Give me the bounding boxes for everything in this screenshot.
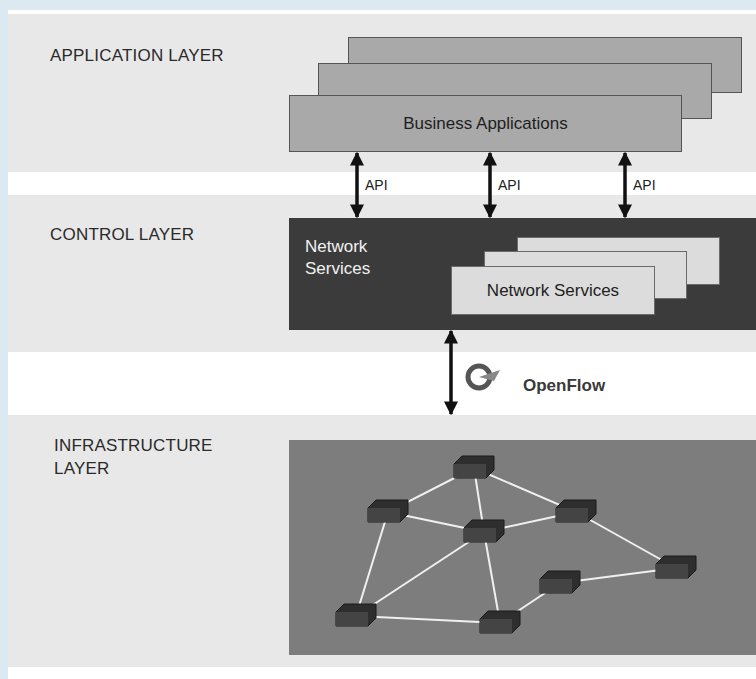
connector-arrow: [355, 153, 359, 217]
box-label: Business Applications: [403, 114, 567, 134]
switch-icon: [540, 571, 580, 593]
switch-face: [656, 564, 688, 578]
switch-face: [464, 528, 496, 542]
switch-face: [454, 464, 486, 478]
openflow-logo: [468, 366, 500, 388]
frame: [8, 10, 756, 679]
switch-face: [556, 508, 588, 522]
api-label: API: [631, 177, 658, 193]
network-links: [356, 468, 676, 623]
api-label: API: [496, 177, 523, 193]
band-fill: [8, 415, 756, 667]
switch-face: [336, 612, 368, 626]
box-label: Network Services: [305, 236, 415, 280]
switch-face: [368, 508, 400, 522]
layer-band: INFRASTRUCTURE LAYER: [8, 415, 756, 667]
layer-band: CONTROL LAYERNetwork ServicesNetwork Ser…: [8, 195, 756, 352]
service-box: Network Services: [451, 266, 655, 315]
band-fill: [8, 14, 756, 172]
layer-heading: CONTROL LAYER: [50, 224, 290, 247]
switch-icon: [454, 456, 494, 478]
connector-arrow: [488, 153, 492, 217]
layer-band: APPLICATION LAYER Business Applications: [8, 14, 756, 172]
switch-face: [540, 579, 572, 593]
box-label: Network Services: [487, 281, 619, 301]
connector-arrow: [623, 153, 627, 217]
switch-icon: [464, 520, 504, 542]
connector-arrow: [449, 331, 453, 414]
network-panel: [289, 440, 756, 655]
layer-heading: INFRASTRUCTURE LAYER: [54, 435, 254, 481]
application-box: Business Applications: [289, 95, 682, 152]
switch-icon: [336, 604, 376, 626]
band-fill: [8, 195, 756, 352]
switch-icon: [656, 556, 696, 578]
switches: [336, 456, 696, 633]
controller-box: Network ServicesNetwork Services: [289, 218, 756, 330]
protocol-label: OpenFlow: [521, 376, 607, 396]
switch-icon: [368, 500, 408, 522]
switch-icon: [556, 500, 596, 522]
api-label: API: [363, 177, 390, 193]
switch-face: [480, 619, 512, 633]
switch-icon: [480, 611, 520, 633]
layer-heading: APPLICATION LAYER: [50, 45, 290, 68]
